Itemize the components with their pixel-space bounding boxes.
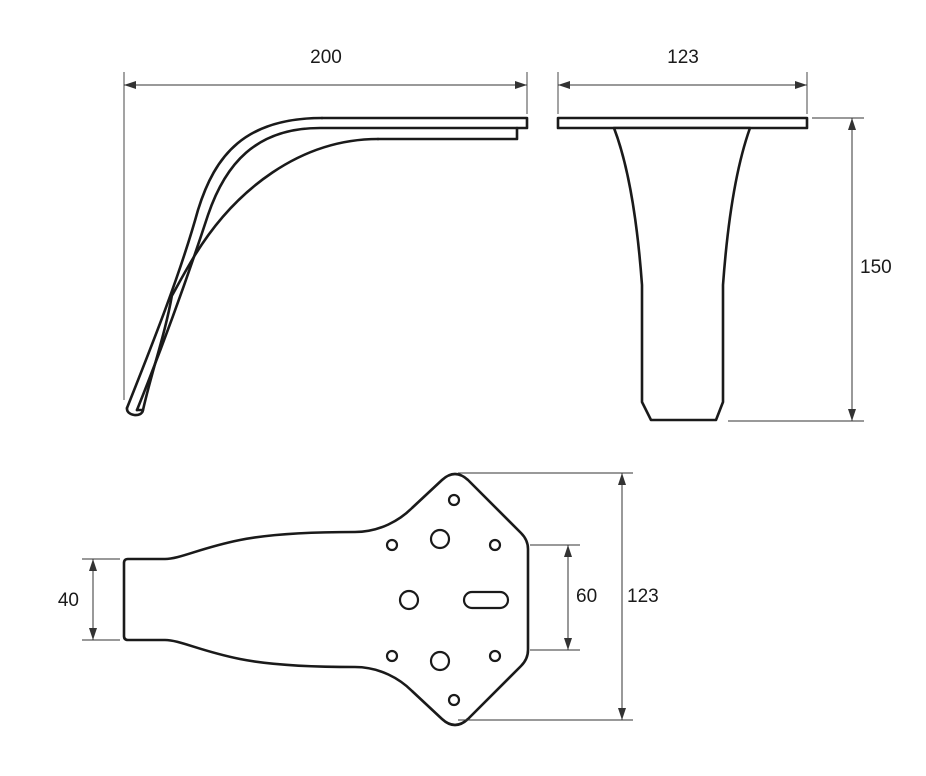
plate-outline xyxy=(122,472,530,727)
front-view-leg-body xyxy=(612,126,752,422)
plate-hole-top xyxy=(447,493,461,507)
plate-hole-bottom xyxy=(447,693,461,707)
plate-hole-lower-left-small xyxy=(385,649,399,663)
side-view-foot xyxy=(125,406,145,417)
dimension-plate-neck-width: 40 xyxy=(58,558,120,641)
side-view-top-plate xyxy=(320,116,529,141)
side-view-back-curve xyxy=(141,137,380,412)
plate-hole-upper-center-large xyxy=(429,528,451,550)
dimension-label-side-width: 200 xyxy=(310,47,342,68)
plate-view xyxy=(122,472,530,727)
dimension-label-plate-hole-spacing: 60 xyxy=(576,586,597,607)
side-view-outer-curve xyxy=(125,116,324,410)
dimension-plate-height: 123 xyxy=(458,472,659,721)
side-view xyxy=(125,116,529,417)
dimension-label-plate-neck-width: 40 xyxy=(58,590,79,611)
dimension-plate-hole-spacing: 60 xyxy=(530,544,597,651)
plate-hole-lower-center-large xyxy=(429,650,451,672)
side-view-inner-curve xyxy=(135,126,519,412)
front-view xyxy=(556,116,809,422)
dimension-front-width: 123 xyxy=(557,47,808,114)
dimension-front-height: 150 xyxy=(728,117,892,422)
dimension-label-plate-height: 123 xyxy=(627,586,659,607)
plate-hole-lower-right-small xyxy=(488,649,502,663)
dimension-side-width: 200 xyxy=(123,47,528,400)
dimension-label-front-width: 123 xyxy=(667,47,699,68)
plate-hole-middle-left-large xyxy=(398,589,420,611)
dimension-label-front-height: 150 xyxy=(860,257,892,278)
plate-hole-upper-right-small xyxy=(488,538,502,552)
front-view-top-plate xyxy=(556,116,809,130)
plate-slot xyxy=(462,590,510,610)
plate-hole-upper-left-small xyxy=(385,538,399,552)
